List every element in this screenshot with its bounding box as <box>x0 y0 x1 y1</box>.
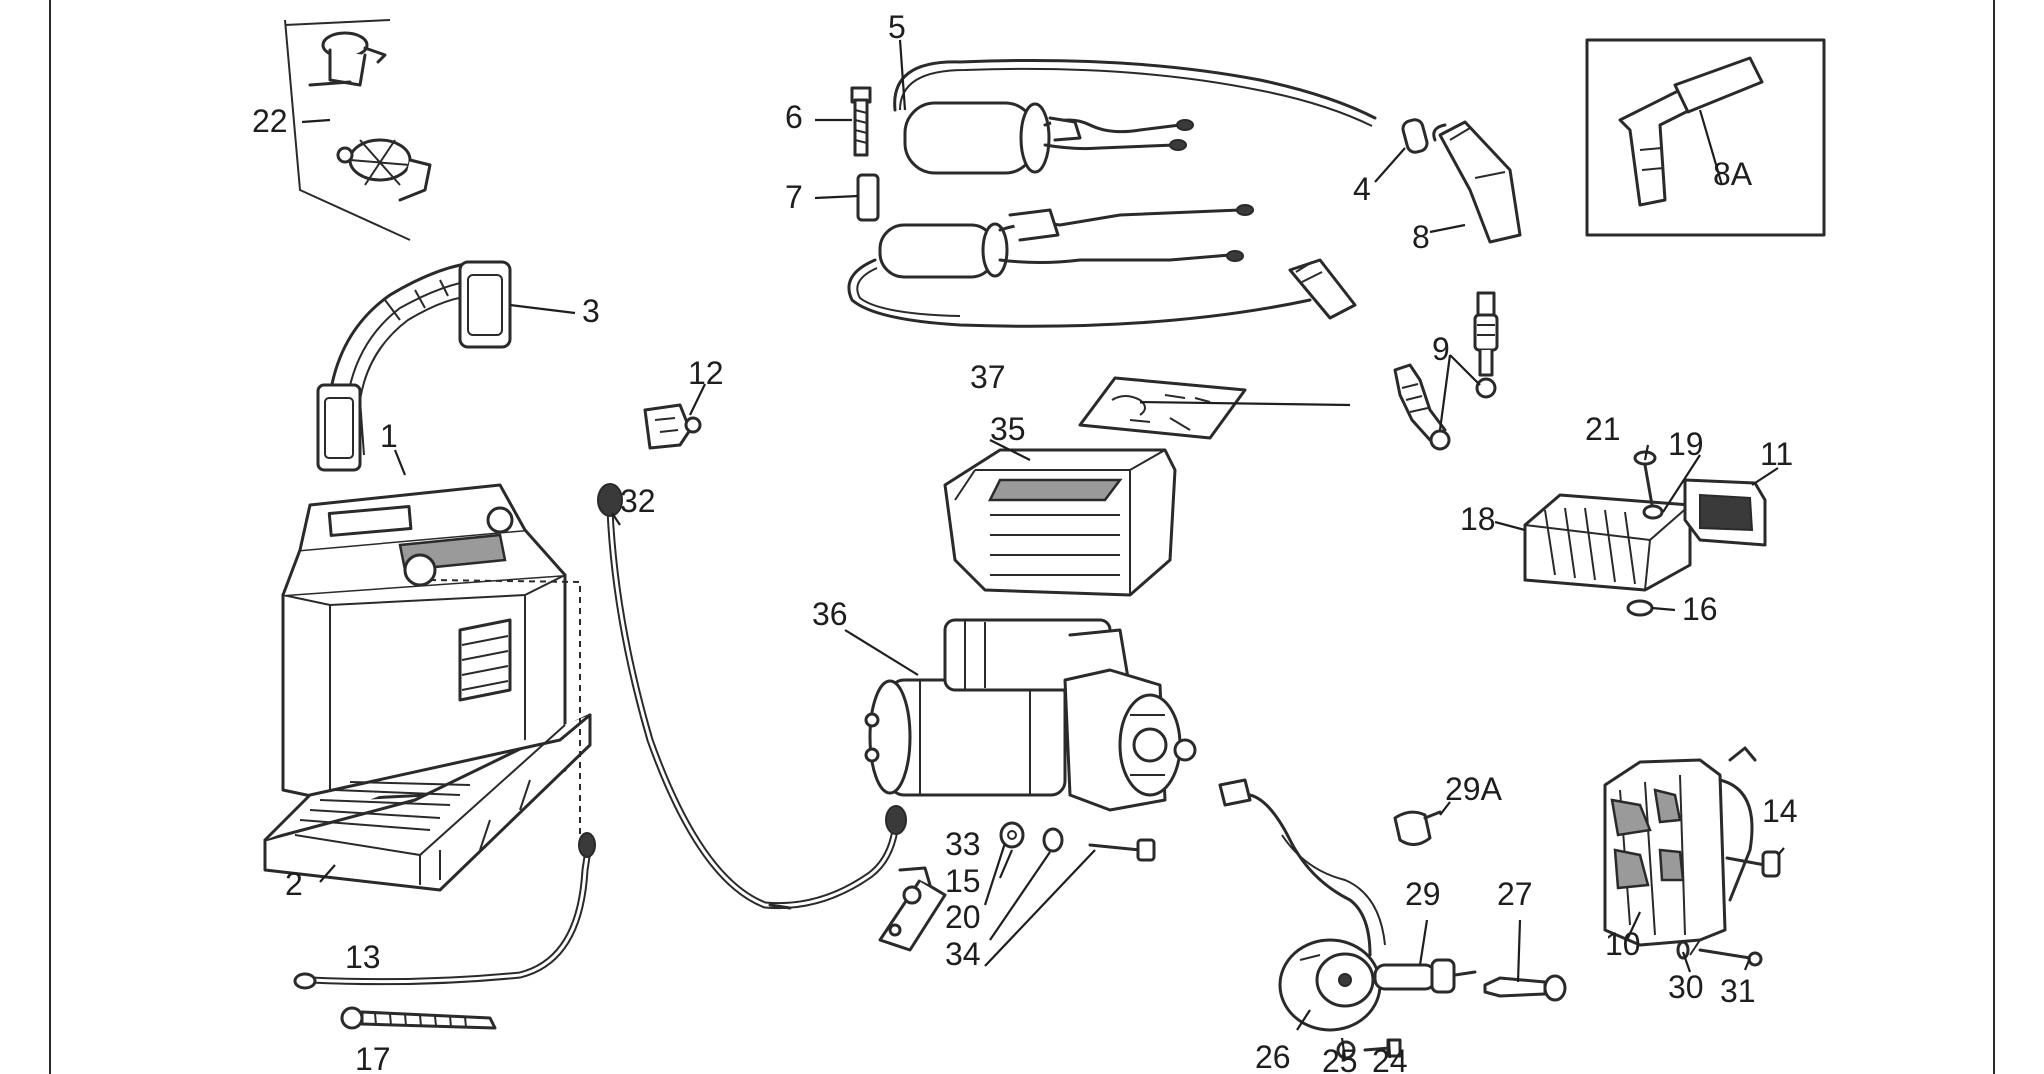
label-16: 16 <box>1682 591 1718 627</box>
label-8a: 8A <box>1713 156 1753 192</box>
label-15: 15 <box>945 863 981 899</box>
label-21: 21 <box>1585 411 1621 447</box>
positive-cable <box>597 483 907 910</box>
part-labels: 22 3 1 2 13 17 5 6 7 4 8 8A 9 37 35 12 3… <box>252 9 1798 1074</box>
ignition-switch-parts <box>284 19 432 241</box>
label-37: 37 <box>970 359 1006 395</box>
label-26: 26 <box>1255 1039 1291 1074</box>
battery-strap <box>316 260 512 472</box>
assembly-centre-line <box>429 579 581 840</box>
voltage-regulator <box>1523 450 1767 617</box>
label-2: 2 <box>285 866 303 902</box>
label-32: 32 <box>620 483 656 519</box>
label-36: 36 <box>812 596 848 632</box>
decal-sheet <box>1078 376 1247 440</box>
label-34: 34 <box>945 936 981 972</box>
label-7: 7 <box>785 179 803 215</box>
label-8: 8 <box>1412 219 1430 255</box>
inset-plug-cap-8a <box>1585 38 1826 237</box>
label-1: 1 <box>380 418 398 454</box>
spark-plugs <box>1393 291 1499 451</box>
label-27: 27 <box>1497 876 1533 912</box>
sensor-fasteners <box>1336 810 1567 1060</box>
label-29a: 29A <box>1445 771 1503 807</box>
cable-tie <box>340 1006 497 1030</box>
label-31: 31 <box>1720 973 1756 1009</box>
label-14: 14 <box>1762 793 1798 829</box>
ground-cable <box>293 832 596 990</box>
label-33: 33 <box>945 826 981 862</box>
bolt-and-sleeve <box>850 86 880 222</box>
label-9: 9 <box>1432 331 1450 367</box>
label-5: 5 <box>888 9 906 45</box>
alternator <box>1603 746 1757 956</box>
label-24: 24 <box>1372 1043 1408 1074</box>
label-18: 18 <box>1460 501 1496 537</box>
alternator-fasteners <box>1676 850 1781 967</box>
label-4: 4 <box>1353 171 1371 207</box>
label-29: 29 <box>1405 876 1441 912</box>
label-30: 30 <box>1668 969 1704 1005</box>
ignition-coils <box>847 58 1377 328</box>
starter-fasteners <box>878 821 1156 952</box>
label-22: 22 <box>252 103 288 139</box>
label-20: 20 <box>945 899 981 935</box>
spark-plug-cap <box>1401 118 1522 244</box>
connector-clip <box>643 403 702 450</box>
label-19: 19 <box>1668 426 1704 462</box>
label-3: 3 <box>582 293 600 329</box>
pickup-sensor <box>1218 778 1386 1032</box>
label-12: 12 <box>688 355 724 391</box>
label-6: 6 <box>785 99 803 135</box>
leader-lines <box>301 39 1785 1059</box>
label-25: 25 <box>1322 1043 1358 1074</box>
label-35: 35 <box>990 411 1026 447</box>
label-13: 13 <box>345 939 381 975</box>
electrical-cover <box>943 448 1177 597</box>
label-17: 17 <box>355 1041 391 1074</box>
label-11: 11 <box>1760 436 1793 472</box>
battery <box>281 483 567 802</box>
battery-tray <box>263 713 592 892</box>
label-10: 10 <box>1605 926 1641 962</box>
starter-motor <box>864 618 1197 812</box>
